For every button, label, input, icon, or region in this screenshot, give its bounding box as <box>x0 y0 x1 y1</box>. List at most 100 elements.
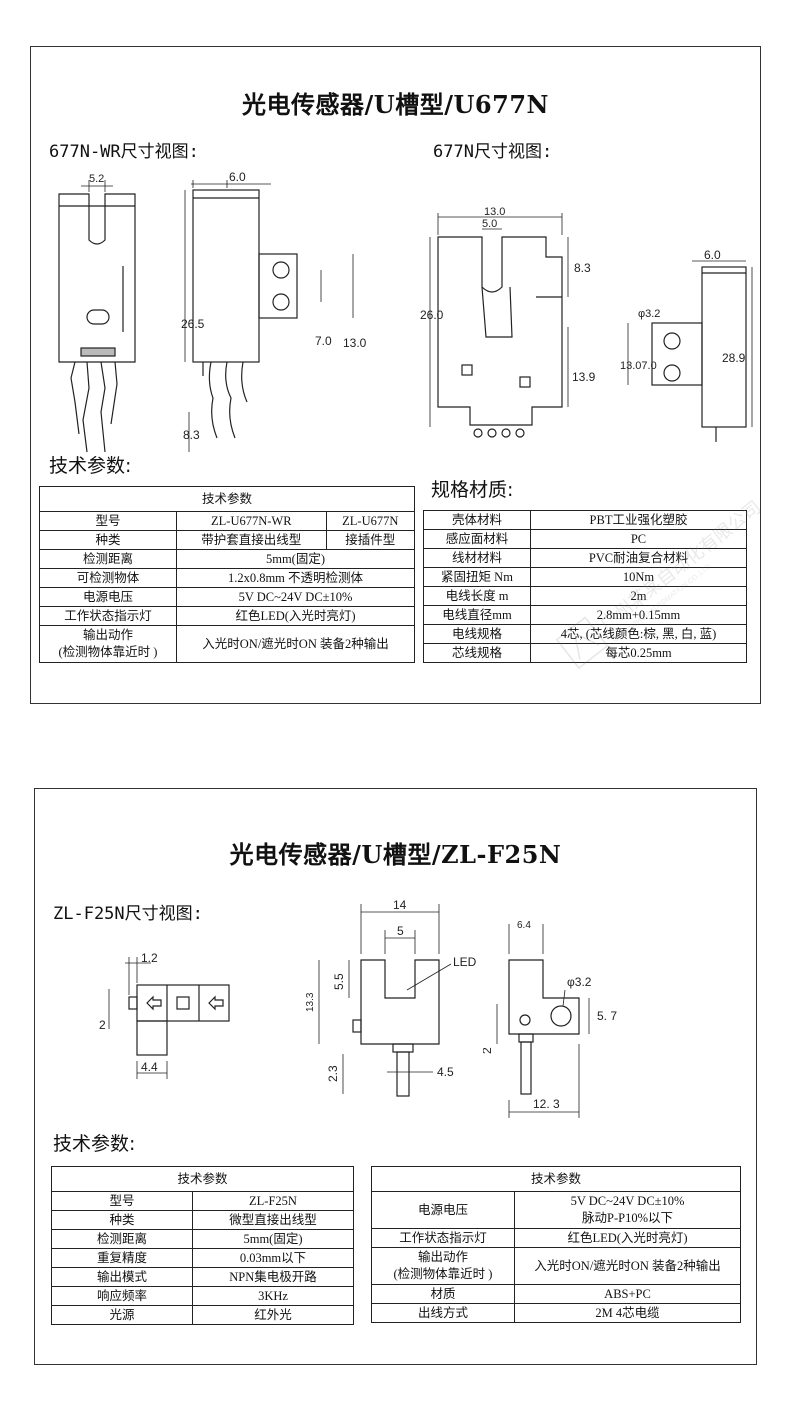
dim-dia-3-2-n: φ3.2 <box>638 308 660 320</box>
cell-line: (检测物体靠近时 ) <box>58 645 158 659</box>
drawing-f25n-side: 6.4 φ3.2 5. 7 2 12. 3 <box>483 920 617 1118</box>
cell: 输出模式 <box>51 1267 193 1287</box>
cell: 紧固扭矩 Nm <box>423 567 531 587</box>
dim-4-4: 4.4 <box>141 1060 158 1074</box>
dim-1-2: 1.2 <box>141 951 158 965</box>
cell-line: 5V DC~24V DC±10% <box>570 1194 685 1208</box>
panel-u677n: 光电传感器/U槽型/U677N 677N-WR尺寸视图: 677N尺寸视图: 5… <box>30 46 761 704</box>
cell: 电线规格 <box>423 624 531 644</box>
cell: 壳体材料 <box>423 510 531 530</box>
dim-2-c: 2 <box>483 1047 494 1054</box>
cell: ABS+PC <box>514 1284 741 1304</box>
cell: 红色LED(入光时亮灯) <box>176 606 415 626</box>
cell: 可检测物体 <box>39 568 177 588</box>
view-label-n: 677N尺寸视图: <box>433 142 553 162</box>
dim-12-3: 12. 3 <box>533 1097 560 1111</box>
cell: 1.2x0.8mm 不透明检测体 <box>176 568 415 588</box>
cell: 2m <box>530 586 747 606</box>
cell: 2.8mm+0.15mm <box>530 605 747 625</box>
table-row: 种类微型直接出线型 <box>51 1210 354 1230</box>
led-label: LED <box>453 955 477 969</box>
cell: 型号 <box>39 511 177 531</box>
cell: ZL-F25N <box>192 1191 354 1211</box>
cell: 检测距离 <box>39 549 177 569</box>
tech-table-1: 技术参数 型号 ZL-U677N-WR ZL-U677N 种类 带护套直接出线型… <box>39 486 416 663</box>
dim-5-7: 5. 7 <box>597 1009 617 1023</box>
dim-13-0-n: 13.0 <box>484 206 505 218</box>
dim-6-4: 6.4 <box>517 920 531 931</box>
dim-13-9: 13.9 <box>572 370 596 384</box>
cell: 接插件型 <box>325 530 416 550</box>
table-row: 工作状态指示灯红色LED(入光时亮灯) <box>371 1228 741 1248</box>
dim-5-0-n: 5.0 <box>482 218 497 230</box>
table-row: 型号 ZL-U677N-WR ZL-U677N <box>39 511 416 531</box>
cell: 5V DC~24V DC±10% 脉动P-P10%以下 <box>514 1191 741 1229</box>
view-label-wr: 677N-WR尺寸视图: <box>49 142 199 162</box>
dim-4-5: 4.5 <box>437 1065 454 1079</box>
cell: 入光时ON/遮光时ON 装备2种输出 <box>176 625 415 663</box>
cell: 电源电压 <box>39 587 177 607</box>
cell: 重复精度 <box>51 1248 193 1268</box>
cell: 红外光 <box>192 1305 354 1325</box>
cell: 工作状态指示灯 <box>39 606 177 626</box>
table-row: 种类 带护套直接出线型 接插件型 <box>39 530 416 550</box>
table-row: 输出动作 (检测物体靠近时 ) 入光时ON/遮光时ON 装备2种输出 <box>39 625 415 663</box>
dim-5-2: 5.2 <box>89 173 104 185</box>
table-row: 检测距离 5mm(固定) <box>39 549 415 569</box>
page-title: 光电传感器/U槽型/U677N <box>242 90 549 119</box>
table-row: 输出动作 (检测物体靠近时 ) 入光时ON/遮光时ON 装备2种输出 <box>371 1247 741 1285</box>
dim-13-07-0: 13.07.0 <box>620 360 657 372</box>
table-row: 可检测物体 1.2x0.8mm 不透明检测体 <box>39 568 415 588</box>
cell: 检测距离 <box>51 1229 193 1249</box>
cell: 电线长度 m <box>423 586 531 606</box>
cell: 输出动作 (检测物体靠近时 ) <box>39 625 177 663</box>
cell: 芯线规格 <box>423 643 531 663</box>
dim-2-a: 2 <box>99 1018 106 1032</box>
table-row: 电源电压 5V DC~24V DC±10% <box>39 587 415 607</box>
cell: 5mm(固定) <box>176 549 415 569</box>
cell: ZL-U677N <box>325 511 416 531</box>
cell: 10Nm <box>530 567 747 587</box>
table-caption: 技术参数 <box>51 1166 354 1192</box>
dim-26-0: 26.0 <box>420 308 444 322</box>
table-caption: 技术参数 <box>371 1166 741 1192</box>
dim-6-0-wr: 6.0 <box>229 170 246 184</box>
dim-8-3-n: 8.3 <box>574 261 591 275</box>
dim-13-3: 13.3 <box>305 992 316 1012</box>
cell-line: 输出动作 <box>417 1250 468 1264</box>
table-caption: 技术参数 <box>39 486 415 512</box>
cell: 出线方式 <box>371 1303 515 1323</box>
cell: 材质 <box>371 1284 515 1304</box>
table-row: 电源电压 5V DC~24V DC±10% 脉动P-P10%以下 <box>371 1191 741 1229</box>
cell-line: 输出动作 <box>82 628 133 642</box>
dim-6-0-n: 6.0 <box>704 248 721 262</box>
cell: 响应频率 <box>51 1286 193 1306</box>
table-row: 光源红外光 <box>51 1305 354 1325</box>
page-title-2: 光电传感器/U槽型/ZL-F25N <box>229 840 562 869</box>
table-row: 工作状态指示灯 红色LED(入光时亮灯) <box>39 606 415 626</box>
drawing-677n: 13.0 5.0 8.3 26.0 13.9 6.0 φ3.2 13.07.0 … <box>420 206 753 442</box>
cell: 2M 4芯电缆 <box>514 1303 741 1323</box>
cell: 电线直径mm <box>423 605 531 625</box>
cell: 型号 <box>51 1191 193 1211</box>
cell: 种类 <box>39 530 177 550</box>
cell: 5mm(固定) <box>192 1229 354 1249</box>
cell: 输出动作 (检测物体靠近时 ) <box>371 1247 515 1285</box>
dim-14: 14 <box>393 898 407 912</box>
cell: 微型直接出线型 <box>192 1210 354 1230</box>
dim-2-3: 2.3 <box>326 1065 340 1082</box>
panel-zl-f25n: 光电传感器/U槽型/ZL-F25N ZL-F25N尺寸视图: 1.2 2 4.4… <box>34 788 757 1365</box>
